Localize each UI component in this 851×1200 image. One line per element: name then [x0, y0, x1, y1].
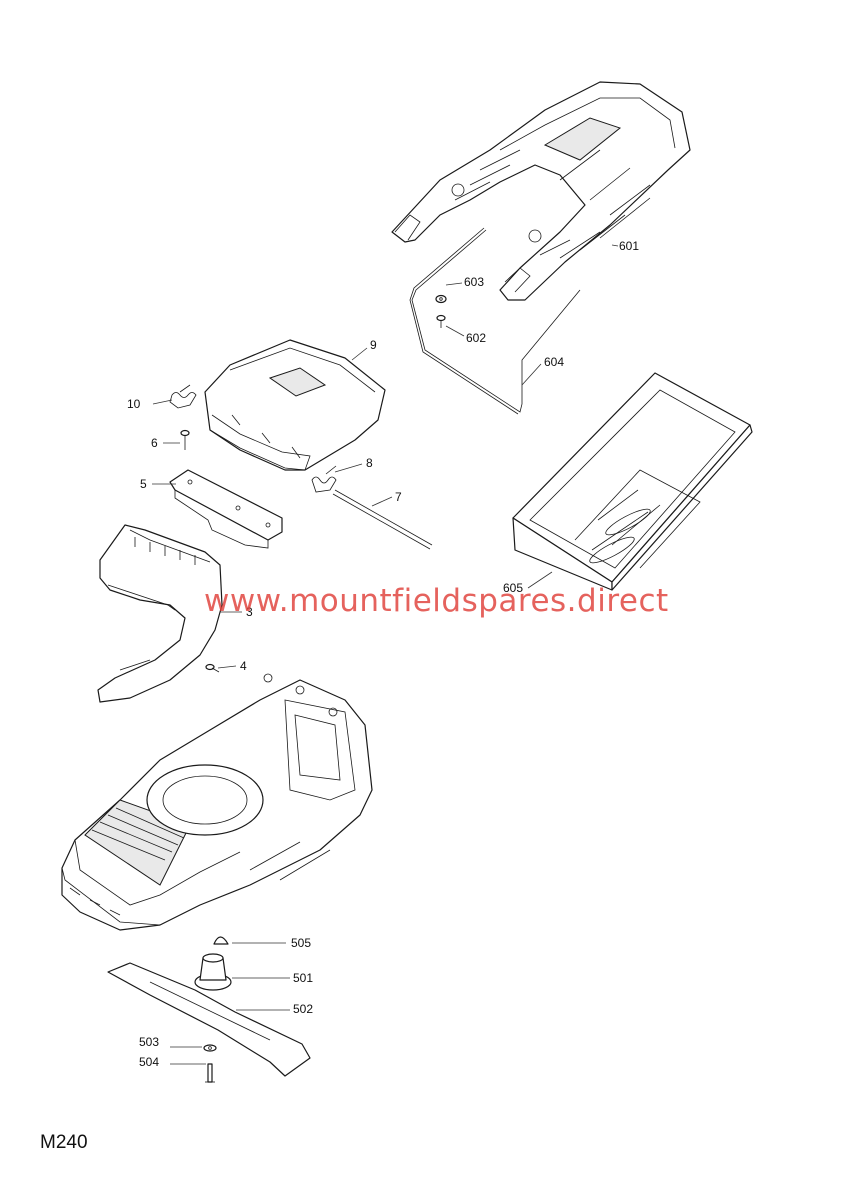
part-5-hinge-bracket [169, 469, 283, 549]
part-6-screw [180, 429, 190, 450]
callout-3: 3 [246, 605, 253, 619]
callout-9: 9 [370, 338, 377, 352]
callout-604: 604 [544, 355, 564, 369]
part-502-blade [107, 962, 311, 1077]
callout-501: 501 [293, 971, 313, 985]
part-603-washer [435, 294, 447, 304]
watermark: www.mountfieldspares.direct [204, 583, 669, 619]
part-7-rod [332, 489, 433, 550]
part-602-screw [436, 314, 446, 328]
callout-603: 603 [464, 275, 484, 289]
part-501-blade-boss [194, 953, 232, 991]
part-9-rear-flap [204, 339, 386, 471]
mower-deck [61, 673, 373, 931]
callout-602: 602 [466, 331, 486, 345]
part-601-grassbox-lid [391, 81, 691, 301]
callout-605: 605 [503, 581, 523, 595]
callout-504: 504 [139, 1055, 159, 1069]
callout-601: 601 [619, 239, 639, 253]
callout-5: 5 [140, 477, 147, 491]
callout-502: 502 [293, 1002, 313, 1016]
callout-6: 6 [151, 436, 158, 450]
callout-505: 505 [291, 936, 311, 950]
part-8-spring [311, 465, 337, 493]
callout-10: 10 [127, 397, 141, 411]
model-code: M240 [40, 1132, 88, 1153]
leader-lines [152, 244, 619, 1065]
callout-8: 8 [366, 456, 373, 470]
callout-7: 7 [395, 490, 402, 504]
part-605-grass-bag [512, 372, 753, 591]
part-3-rear-guard [97, 524, 223, 703]
part-10-spring [169, 384, 197, 409]
part-4-screw [205, 663, 220, 673]
part-503-washer [203, 1044, 217, 1052]
part-505-cap [213, 936, 229, 945]
callout-503: 503 [139, 1035, 159, 1049]
part-504-bolt [205, 1063, 215, 1083]
part-604-handle-wire [409, 227, 581, 415]
callout-4: 4 [240, 659, 247, 673]
